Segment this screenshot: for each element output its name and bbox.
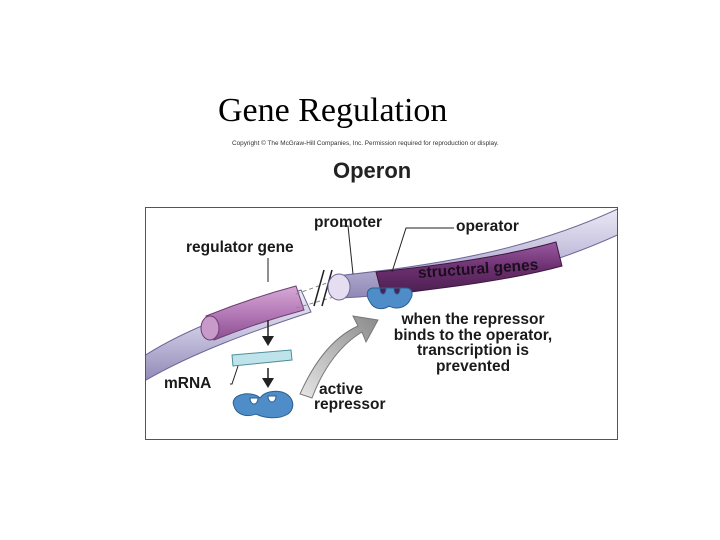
structural-genes-band	[375, 241, 563, 296]
regulator-to-mrna-arrowhead	[262, 336, 274, 346]
dna-break-slash-1	[313, 269, 325, 307]
slide-title: Gene Regulation	[218, 92, 448, 129]
promoter-end-cap	[327, 273, 351, 301]
repression-note-line-4: prevented	[435, 357, 511, 375]
dna-break-slash-2	[321, 269, 333, 307]
active-repressor-label-line-2: repressor	[314, 396, 386, 413]
regulator-gene-end	[200, 315, 220, 341]
active-repressor-label-line-1: active	[319, 381, 363, 398]
mrna-to-repressor-arrowhead	[262, 378, 274, 388]
operator-pointer	[391, 227, 454, 273]
repression-note-line-1: when the repressor	[401, 311, 545, 328]
regulator-gene-band	[205, 285, 305, 341]
figure-title: Operon	[333, 158, 412, 183]
repression-note-line-3: transcription is	[417, 342, 529, 359]
copyright-notice: Copyright © The McGraw-Hill Companies, I…	[232, 140, 499, 147]
operon-diagram-svg	[146, 208, 617, 419]
repression-note-line-2: binds to the operator,	[393, 326, 553, 344]
repression-note: when the repressor binds to the operator…	[378, 312, 568, 374]
regulator-gene-label: regulator gene	[186, 239, 294, 256]
dna-break-dashes	[295, 277, 345, 309]
mrna-strand	[231, 349, 293, 367]
mrna-label: mRNA	[164, 375, 212, 392]
operon-diagram-panel: promoter operator regulator gene structu…	[145, 207, 618, 440]
binding-curved-arrow	[299, 315, 379, 399]
promoter-label: promoter	[314, 214, 383, 231]
active-repressor-icon	[232, 390, 294, 419]
mrna-pointer	[230, 365, 239, 385]
operator-label: operator	[456, 218, 519, 235]
bound-repressor-icon	[366, 287, 413, 310]
promoter-pointer	[342, 225, 354, 275]
